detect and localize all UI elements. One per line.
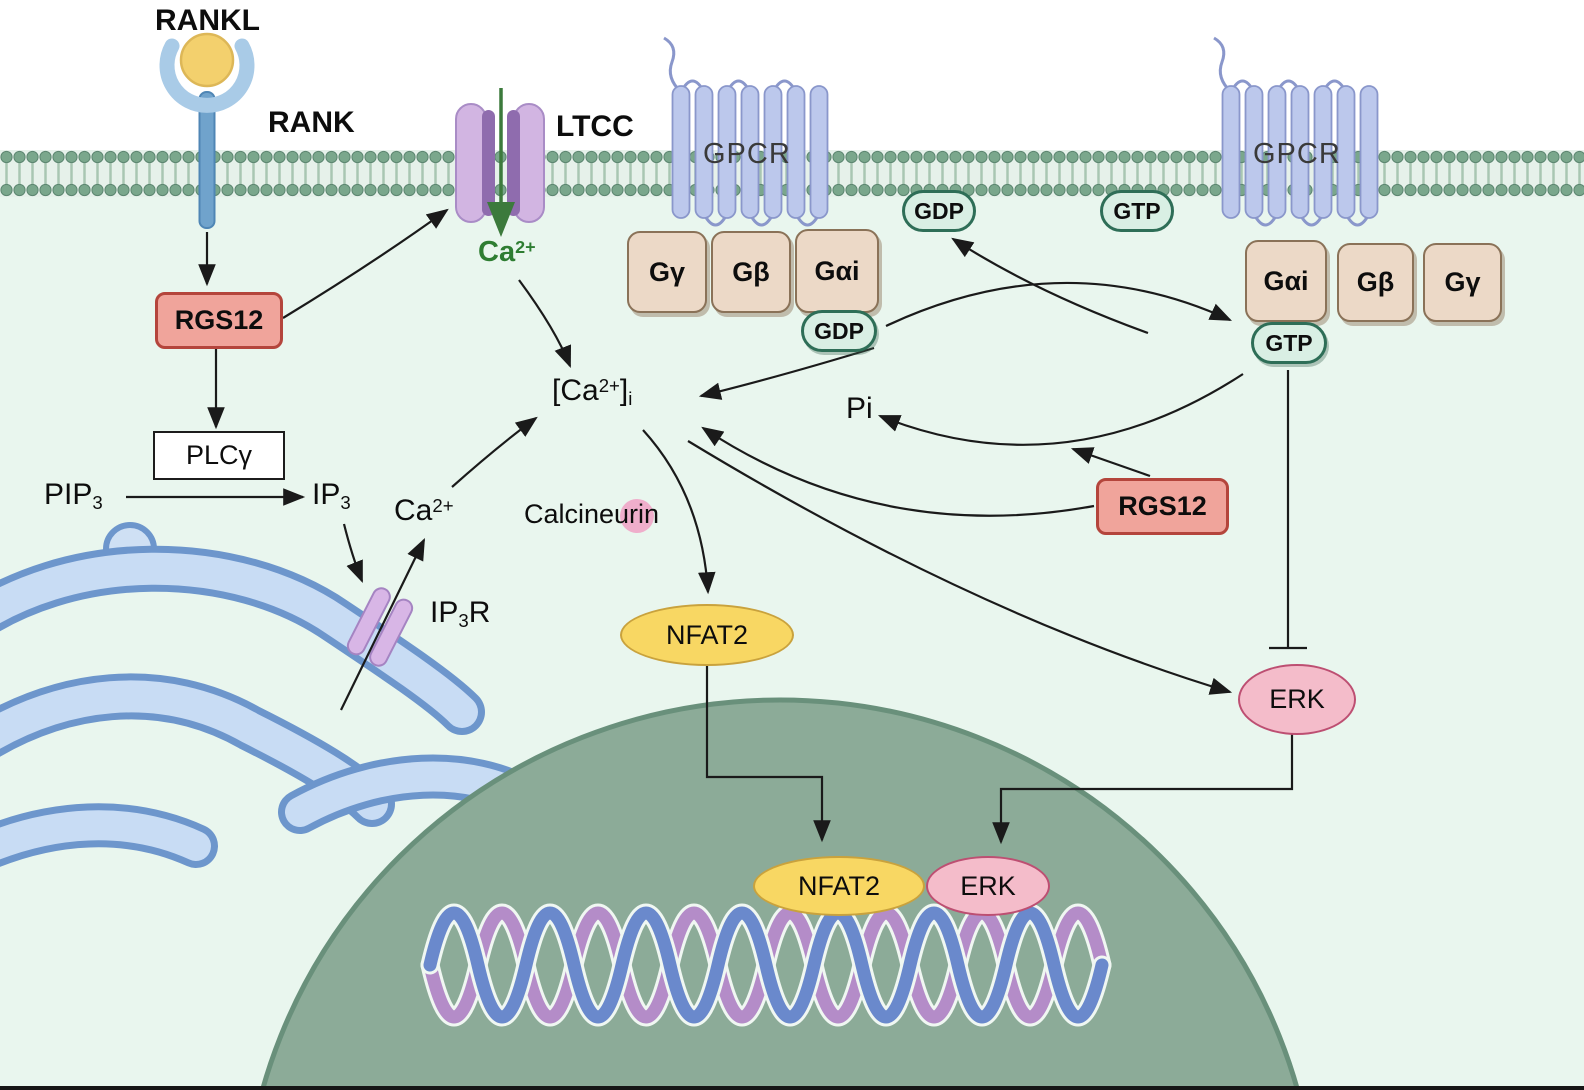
arrow-nucleotide-exchange-gtp (885, 281, 1232, 327)
arrow-cai-to-erk (687, 440, 1233, 695)
gpcr-right-n-terminus (1213, 36, 1233, 94)
rankl-ligand (179, 32, 235, 88)
rank-label: RANK (268, 106, 355, 139)
g-gamma-right-box: Gγ (1423, 243, 1502, 322)
gpcr-left (663, 36, 829, 227)
rgs12-membrane-label: RGS12 (174, 305, 264, 335)
ip3-label: IP3 (312, 478, 351, 514)
ltcc-channel (455, 103, 545, 223)
gdp-bound-pill: GDP (801, 310, 877, 352)
erk-cytosol-label: ERK (1269, 684, 1325, 714)
erk-cytosol-oval: ERK (1238, 664, 1356, 735)
g-beta-left-label: Gβ (732, 256, 770, 287)
arrow-ca-influx-to-cai (518, 279, 572, 369)
nfat2-nucleus-label: NFAT2 (797, 870, 880, 901)
pip3-label: PIP3 (44, 478, 103, 514)
rank-cup (159, 38, 255, 113)
gtp-bound-pill: GTP (1251, 322, 1327, 364)
g-beta-right-box: Gβ (1337, 243, 1414, 322)
pathway-arrows (126, 208, 1307, 845)
gpcr-right (1213, 36, 1379, 227)
rank-receptor (159, 32, 255, 229)
arrow-gtp-hydrolysis-to-pi (877, 373, 1244, 446)
inhibition-gtp-to-erk (1269, 370, 1307, 650)
plcg-label: PLCγ (185, 440, 253, 470)
calcineurin-label: Calcineurin (524, 499, 660, 529)
rgs12-cytosol-box: RGS12 (1096, 478, 1229, 535)
arrow-nfat2-to-nucleus (705, 664, 831, 843)
endoplasmic-reticulum (0, 522, 550, 868)
rankl-label: RANKL (155, 4, 260, 37)
gtp-free-pill: GTP (1100, 190, 1174, 232)
nfat2-nucleus-oval: NFAT2 (753, 856, 925, 916)
arrow-ip3-to-ip3r (342, 523, 364, 584)
g-alphai-left-label: Gαi (814, 255, 860, 286)
g-beta-left-box: Gβ (711, 231, 791, 313)
arrow-rgs12-to-cai (701, 426, 1095, 517)
rank-stem (198, 91, 216, 229)
g-gamma-right-label: Gγ (1444, 267, 1481, 297)
intracellular-calcium-label: [Ca2+]i (552, 374, 633, 410)
figure-bottom-border (0, 1086, 1584, 1090)
calcium-er-label: Ca2+ (394, 494, 454, 527)
dna-helix (420, 903, 1112, 1027)
arrow-gprotein-to-cai (698, 346, 875, 400)
rgs12-cytosol-label: RGS12 (1118, 491, 1207, 521)
nfat2-cytosol-oval: NFAT2 (620, 604, 794, 666)
plcg-box: PLCγ (153, 431, 285, 480)
gdp-bound-label: GDP (814, 317, 864, 344)
g-gamma-left-label: Gγ (648, 256, 686, 287)
arrow-erk-to-nucleus (992, 732, 1294, 845)
arrow-ca-er-to-cai (451, 416, 538, 488)
dna-strand-a (423, 906, 1109, 1024)
calcineurin-dot (620, 499, 654, 533)
erk-nucleus-oval: ERK (926, 856, 1050, 916)
pi-label: Pi (846, 392, 873, 425)
ltcc-label: LTCC (556, 110, 634, 143)
gdp-free-pill: GDP (902, 190, 976, 232)
gpcr-left-n-terminus (663, 36, 683, 94)
arrow-rgs12-gap-activity (1070, 447, 1151, 478)
calcium-influx-label: Ca2+ (478, 236, 536, 268)
erk-nucleus-label: ERK (960, 870, 1016, 901)
gtp-bound-label: GTP (1265, 329, 1313, 356)
g-alphai-right-label: Gαi (1263, 265, 1309, 296)
g-beta-right-label: Gβ (1356, 267, 1395, 297)
rgs12-membrane-box: RGS12 (155, 292, 283, 349)
ip3r-channel (346, 587, 414, 667)
nfat2-cytosol-label: NFAT2 (665, 619, 748, 650)
arrow-cai-to-nfat2 (642, 429, 716, 595)
arrow-er-calcium-release (340, 538, 425, 711)
gtp-free-label: GTP (1113, 197, 1161, 224)
g-alphai-left-box: Gαi (795, 229, 879, 313)
g-gamma-left-box: Gγ (627, 231, 707, 313)
arrow-rgs12-to-ltcc (282, 208, 449, 319)
arrow-nucleotide-exchange-gdp (951, 237, 1149, 335)
gpcr-right-label: GPCR (1253, 138, 1341, 170)
gpcr-left-label: GPCR (703, 138, 791, 170)
g-alphai-right-box: Gαi (1245, 240, 1327, 322)
ip3r-label: IP3R (430, 596, 491, 632)
gdp-free-label: GDP (914, 197, 964, 224)
